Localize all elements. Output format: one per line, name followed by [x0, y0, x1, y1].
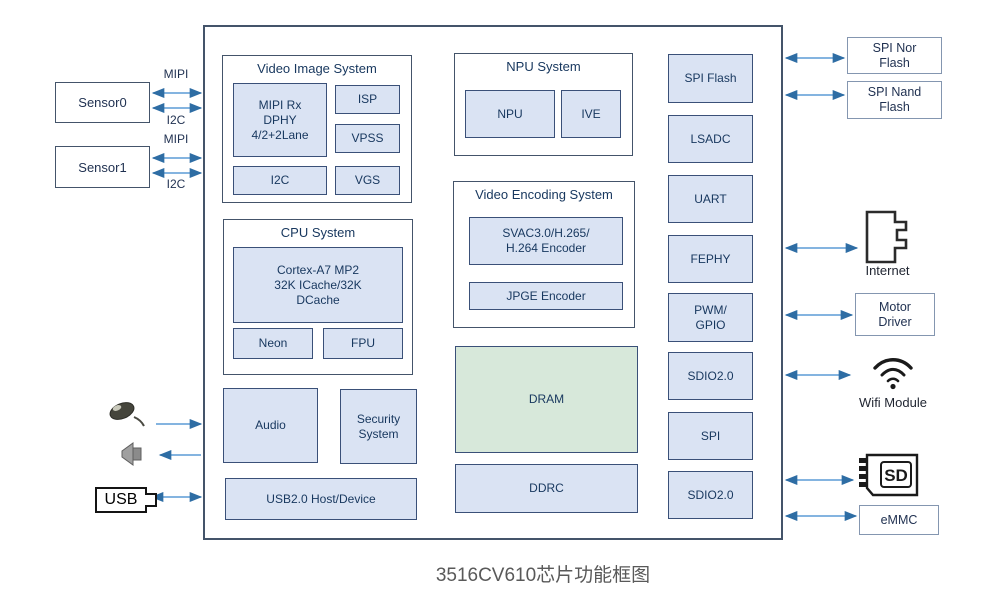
ethernet-jack-icon: [865, 210, 908, 264]
i2c-label-sensor0: I2C: [166, 113, 186, 127]
block-spi: SPI: [668, 412, 753, 460]
diagram-caption: 3516CV610芯片功能框图: [435, 565, 651, 586]
motor-driver-box: Motor Driver: [855, 293, 935, 336]
block-ddrc: DDRC: [455, 464, 638, 513]
block-cortex-a7: Cortex-A7 MP2 32K ICache/32K DCache: [233, 247, 403, 323]
wifi-module-label: Wifi Module: [859, 395, 927, 410]
block-lsadc: LSADC: [668, 115, 753, 163]
sd-card-label: SD: [884, 466, 908, 485]
internet-label: Internet: [865, 263, 910, 278]
i2c-label-sensor1: I2C: [166, 177, 186, 191]
video-image-system-title: Video Image System: [257, 61, 377, 76]
npu-system-title: NPU System: [506, 59, 581, 74]
wifi-icon: [873, 358, 913, 390]
spi-nor-flash-box: SPI Nor Flash: [847, 37, 942, 74]
sensor0-box: Sensor0: [55, 82, 150, 123]
usb-plug-tab: [145, 493, 157, 507]
microphone-icon: [109, 402, 145, 427]
usb-plug-label: USB: [104, 491, 138, 508]
mipi-label-sensor1: MIPI: [163, 132, 189, 146]
mipi-label-sensor0: MIPI: [163, 67, 189, 81]
block-npu: NPU: [465, 90, 555, 138]
block-vgs: VGS: [335, 166, 400, 195]
block-spi-flash: SPI Flash: [668, 54, 753, 103]
block-security-system: Security System: [340, 389, 417, 464]
video-encoding-system-title: Video Encoding System: [475, 187, 613, 202]
block-i2c: I2C: [233, 166, 327, 195]
block-uart: UART: [668, 175, 753, 223]
block-sdio20-a: SDIO2.0: [668, 352, 753, 400]
block-fpu: FPU: [323, 328, 403, 359]
block-usb2-host-device: USB2.0 Host/Device: [225, 478, 417, 520]
block-neon: Neon: [233, 328, 313, 359]
block-svac-encoder: SVAC3.0/H.265/ H.264 Encoder: [469, 217, 623, 265]
speaker-icon: [121, 442, 142, 466]
block-jpge-encoder: JPGE Encoder: [469, 282, 623, 310]
block-isp: ISP: [335, 85, 400, 114]
sensor1-box: Sensor1: [55, 146, 150, 188]
emmc-box: eMMC: [859, 505, 939, 535]
block-mipi-rx-dphy: MIPI Rx DPHY 4/2+2Lane: [233, 83, 327, 157]
block-sdio20-b: SDIO2.0: [668, 471, 753, 519]
block-audio: Audio: [223, 388, 318, 463]
usb-plug-icon: USB: [95, 487, 157, 513]
cpu-system-title: CPU System: [280, 225, 356, 240]
block-vpss: VPSS: [335, 124, 400, 153]
sd-card-icon: SD: [859, 453, 919, 497]
spi-nand-flash-box: SPI Nand Flash: [847, 81, 942, 119]
block-ive: IVE: [561, 90, 621, 138]
block-dram: DRAM: [455, 346, 638, 453]
block-fephy: FEPHY: [668, 235, 753, 283]
block-pwm-gpio: PWM/ GPIO: [668, 293, 753, 342]
